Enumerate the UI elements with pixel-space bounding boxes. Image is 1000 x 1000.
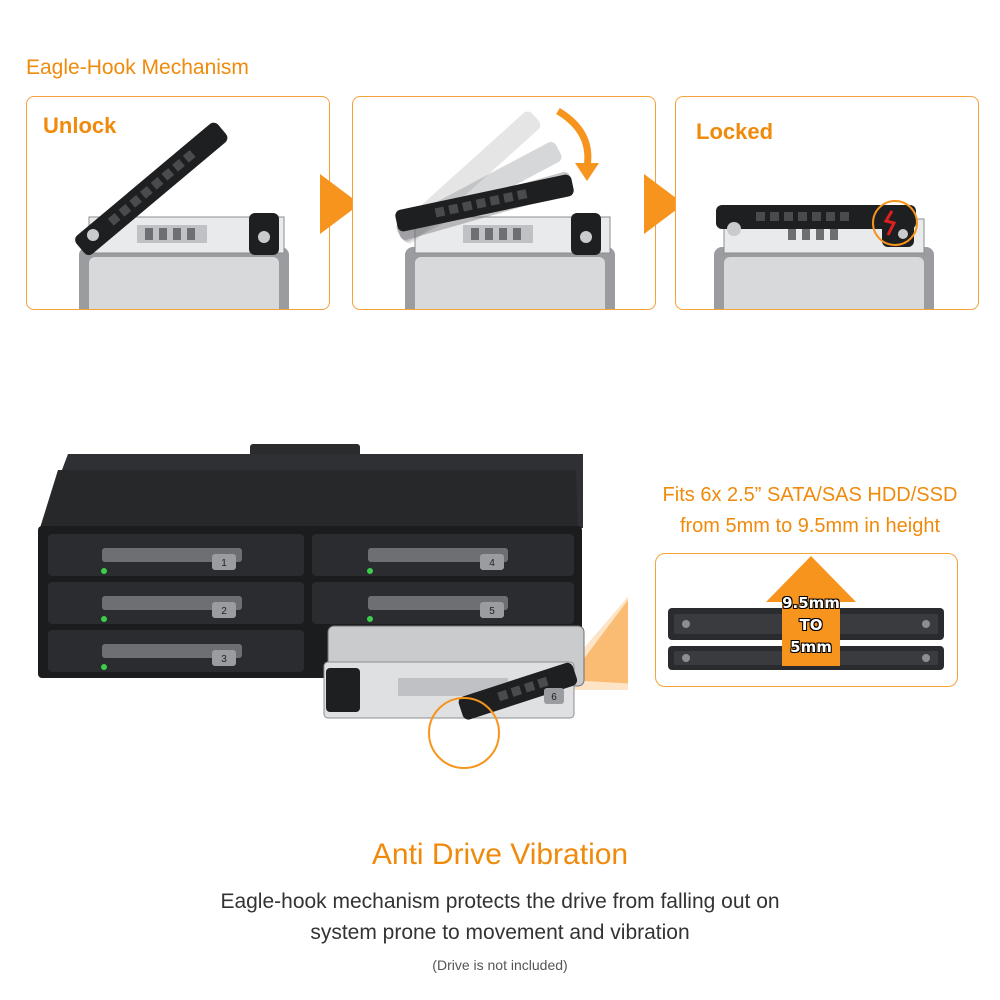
feature-description-line: system prone to movement and vibration bbox=[310, 921, 690, 944]
height-label-mid: TO bbox=[799, 616, 823, 634]
step-label-unlock: Unlock bbox=[43, 113, 117, 138]
eagle-hook-zoom-circle bbox=[428, 697, 500, 769]
feature-description-line: Eagle-hook mechanism protects the drive … bbox=[220, 890, 780, 913]
locked-illustration bbox=[714, 200, 934, 309]
fits-caption: Fits 6x 2.5” SATA/SAS HDD/SSD from 5mm t… bbox=[640, 480, 980, 542]
step-panel-locked: Locked bbox=[675, 96, 979, 310]
fits-caption-line: Fits 6x 2.5” SATA/SAS HDD/SSD bbox=[662, 484, 958, 506]
drive-thickness-illustration: 9.5mm TO 5mm bbox=[655, 553, 958, 687]
bay-number: 6 bbox=[551, 692, 557, 703]
disclaimer-note: (Drive is not included) bbox=[432, 957, 568, 973]
bay-number: 4 bbox=[489, 558, 495, 569]
drive-cage-illustration: 1 2 3 4 5 6 bbox=[28, 440, 668, 770]
bay-number: 5 bbox=[489, 606, 495, 617]
closing-illustration bbox=[395, 107, 615, 309]
step-label-locked: Locked bbox=[696, 119, 774, 144]
mechanism-title: Eagle-Hook Mechanism bbox=[26, 56, 249, 79]
unlock-illustration bbox=[75, 122, 289, 309]
step-panel-closing bbox=[352, 96, 656, 310]
bay-number: 2 bbox=[221, 606, 227, 617]
bay-number: 3 bbox=[221, 654, 227, 665]
step-panel-unlock: Unlock bbox=[26, 96, 330, 310]
feature-headline: Anti Drive Vibration bbox=[371, 838, 629, 871]
bay-number: 1 bbox=[221, 558, 227, 569]
height-label-top: 9.5mm bbox=[782, 594, 840, 612]
height-label-bottom: 5mm bbox=[790, 638, 832, 656]
feature-description: Eagle-hook mechanism protects the drive … bbox=[0, 886, 1000, 948]
fits-caption-line: from 5mm to 9.5mm in height bbox=[679, 515, 941, 537]
